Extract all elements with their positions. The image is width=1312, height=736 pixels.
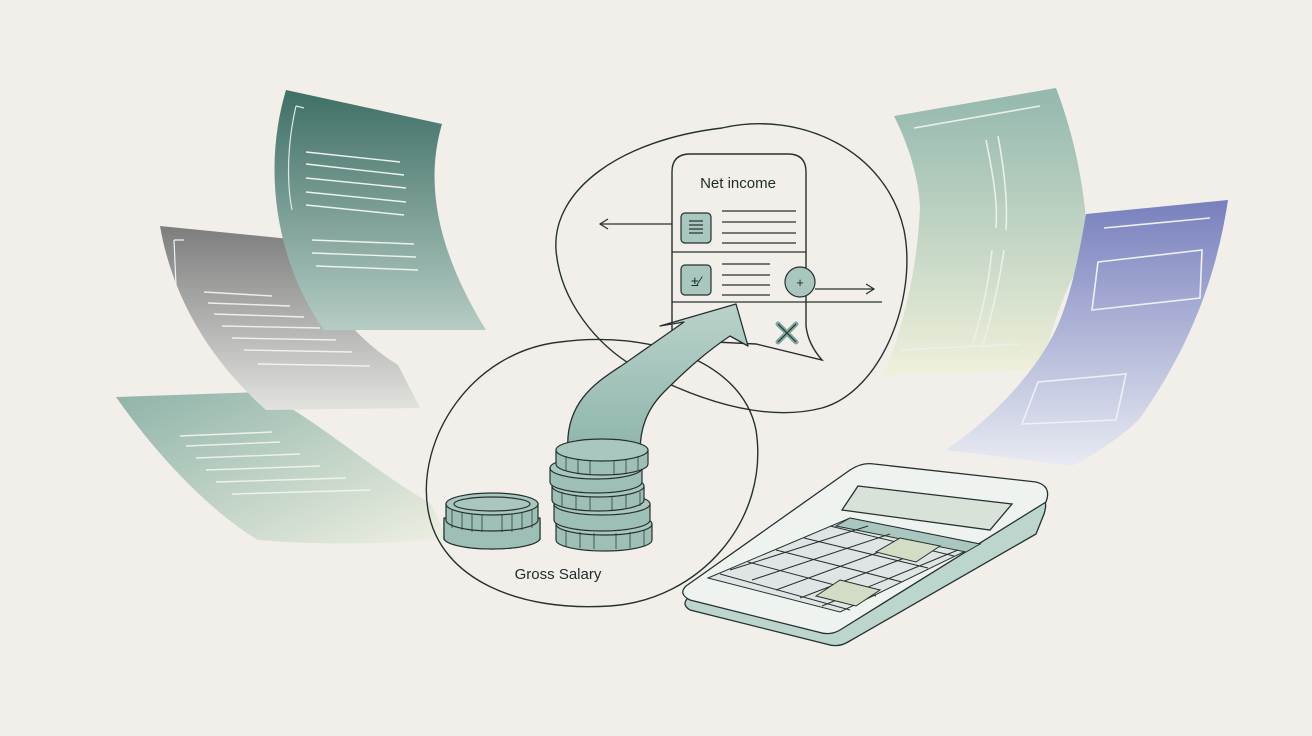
svg-text:±⁄: ±⁄ bbox=[691, 273, 704, 289]
net-income-card: Net income ±⁄ bbox=[671, 153, 882, 362]
arrow-left-icon bbox=[598, 218, 672, 230]
arrow-right-icon bbox=[815, 283, 876, 295]
coin-stack-tall bbox=[549, 438, 653, 552]
plus-minus-divide-icon: ±⁄ bbox=[680, 264, 712, 296]
calculator-icon bbox=[682, 462, 1049, 647]
paper-sheet-blue bbox=[946, 200, 1228, 466]
calculator-keypad bbox=[706, 517, 982, 613]
x-close-icon bbox=[775, 321, 799, 345]
paper-sheet-gray bbox=[160, 226, 420, 410]
plus-circle-icon: + bbox=[784, 266, 816, 298]
gross-salary-blob bbox=[425, 338, 759, 608]
gross-salary-label: Gross Salary bbox=[515, 566, 602, 583]
paper-sheet-bottom-left bbox=[116, 392, 448, 544]
svg-text:+: + bbox=[796, 275, 804, 290]
coin-stack-small bbox=[443, 492, 541, 550]
net-income-label: Net income bbox=[700, 175, 776, 192]
net-income-blob bbox=[555, 123, 908, 414]
paper-sheet-right-teal bbox=[884, 88, 1088, 374]
document-lines-icon bbox=[680, 212, 712, 244]
growth-arrow bbox=[567, 303, 749, 453]
paper-sheet-teal bbox=[274, 90, 486, 330]
coin-stack-icon bbox=[443, 438, 653, 552]
calculator-display bbox=[840, 485, 1014, 531]
